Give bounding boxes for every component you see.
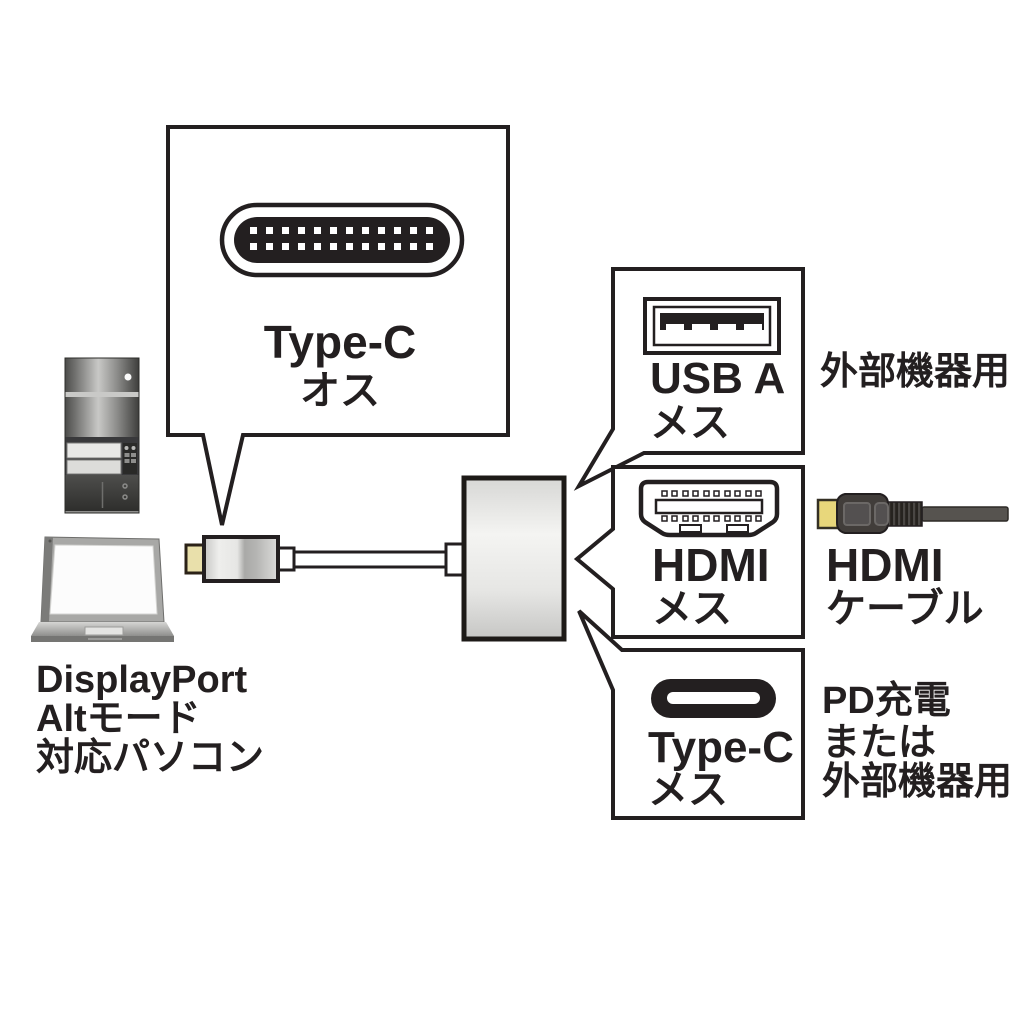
pc-label-line3: 対応パソコン <box>36 737 264 779</box>
typec-male-connector-icon <box>219 202 465 278</box>
typec-male-label-line1: Type-C <box>264 316 417 368</box>
typec-male-label-line2: オス <box>300 369 380 413</box>
callout-typec-female: Type-C メス <box>577 609 805 820</box>
usb-a-usage-label: 外部機器用 <box>820 351 1010 393</box>
typec-port-icon <box>651 679 776 718</box>
pc-label-line1: DisplayPort <box>36 659 248 701</box>
hdmi-port-icon <box>638 479 780 538</box>
callout-typec-male: Type-C オス <box>166 125 510 526</box>
callout-hdmi: HDMI メス <box>573 465 805 639</box>
typec-female-label-line1: Type-C <box>648 723 794 772</box>
pc-label: DisplayPort Altモード 対応パソコン <box>36 659 264 779</box>
plug-body <box>202 535 280 583</box>
typec-usage-label: PD充電 または 外部機器用 <box>822 680 1012 803</box>
typec-usage-line3: 外部機器用 <box>822 761 1012 803</box>
typec-female-label-line2: メス <box>648 768 728 812</box>
typec-usage-line2: または <box>822 722 936 764</box>
desktop-tower-icon <box>64 357 140 514</box>
hdmi-cable-label-line1: HDMI <box>826 539 944 591</box>
plug-neck <box>276 546 296 572</box>
pc-label-line2: Altモード <box>36 698 201 740</box>
hdmi-label-line1: HDMI <box>652 539 770 591</box>
usb-a-port-icon <box>643 297 781 355</box>
hdmi-cable-label-line2: ケーブル <box>826 586 984 631</box>
cable-line <box>292 550 450 569</box>
adapter-body <box>461 475 567 642</box>
usb-a-label-line1: USB A <box>650 354 785 403</box>
hdmi-label-line2: メス <box>652 587 732 631</box>
hdmi-cable-label: HDMI ケーブル <box>826 539 984 631</box>
usb-a-label-line2: メス <box>650 401 730 445</box>
typec-usage-line1: PD充電 <box>822 680 951 722</box>
hdmi-cable-icon <box>816 493 1009 534</box>
laptop-icon <box>31 536 174 642</box>
callout-usb-a: USB A メス <box>573 267 805 491</box>
